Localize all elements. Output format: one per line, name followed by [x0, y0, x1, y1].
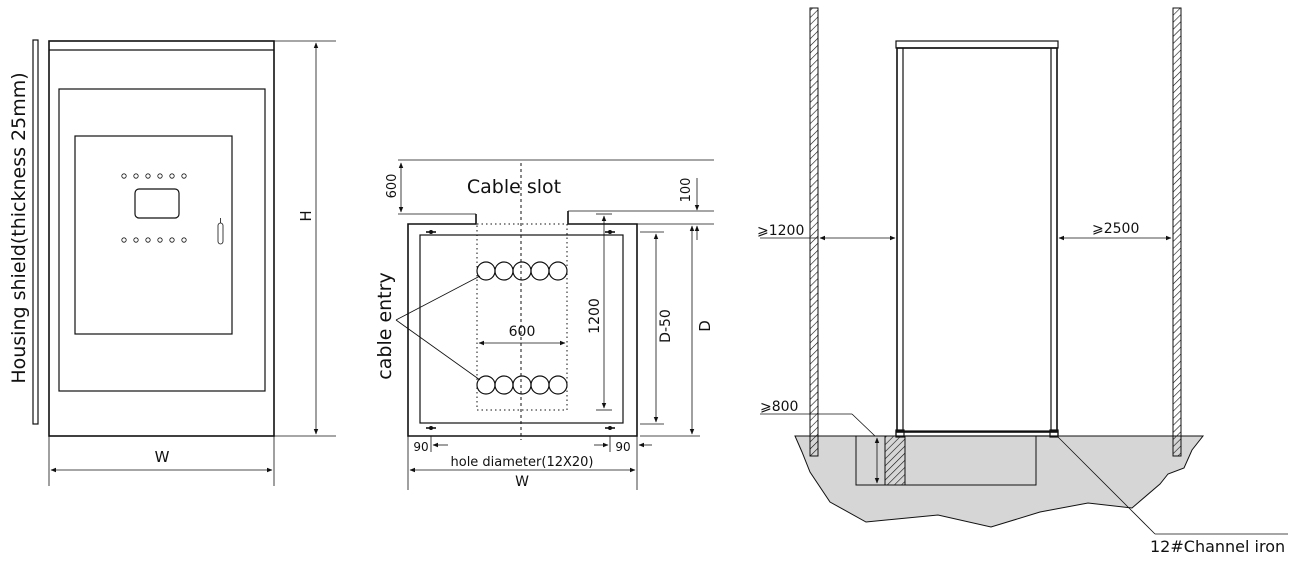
- cable-holes-bottom: [476, 375, 568, 395]
- dim-600-inner: 600: [509, 324, 536, 340]
- clearance-left-label: ⩾1200: [757, 223, 804, 239]
- side-view: ⩾1200 ⩾2500 ⩾800 12#Channel iron: [757, 7, 1288, 556]
- housing-shield: [32, 39, 39, 425]
- channel-iron-label: 12#Channel iron: [1150, 537, 1285, 556]
- cable-slot-area: [476, 223, 568, 411]
- front-width-label: W: [155, 448, 170, 466]
- housing-shield-label: Housing shield(thickness 25mm): [8, 72, 30, 383]
- dim-d50: D-50: [658, 309, 674, 343]
- trench-hatch: [884, 435, 906, 486]
- cable-trench: [855, 435, 1037, 486]
- clearance-bottom-label: ⩾800: [760, 399, 798, 415]
- height-label: H: [297, 210, 315, 221]
- plan-width-label: W: [515, 474, 529, 490]
- cable-entry-label: cable entry: [374, 272, 396, 379]
- dim-d: D: [696, 320, 714, 332]
- display-window: [134, 188, 180, 219]
- cabinet-door-outer: [58, 88, 266, 392]
- cable-slot-label: Cable slot: [467, 176, 561, 198]
- dim-1200: 1200: [587, 298, 603, 334]
- left-wall: [809, 7, 819, 457]
- dim-600-top: 600: [385, 174, 400, 199]
- cabinet-body: [48, 40, 275, 437]
- mounting-bolts: [426, 230, 615, 430]
- dim-90-right: 90: [615, 440, 630, 454]
- dim-100: 100: [679, 178, 694, 203]
- right-wall: [1172, 7, 1182, 457]
- plan-inner-frame: [419, 234, 624, 424]
- plan-view: 600 100 Cable slot: [374, 159, 714, 490]
- cable-holes-top: [476, 261, 568, 281]
- side-cabinet-top: [895, 40, 1059, 49]
- hole-diameter-label: hole diameter(12X20): [451, 455, 594, 470]
- dim-90-left: 90: [413, 440, 428, 454]
- clearance-right-label: ⩾2500: [1092, 221, 1139, 237]
- front-view: H W Housing shield(thickness 25mm): [8, 39, 336, 486]
- side-cabinet-body: [896, 47, 1058, 433]
- door-handle: [217, 222, 224, 245]
- plan-outer-frame: [407, 211, 638, 437]
- indicator-lights-bottom: [121, 237, 187, 243]
- indicator-lights-top: [121, 173, 187, 179]
- cabinet-door-inner: [74, 135, 233, 335]
